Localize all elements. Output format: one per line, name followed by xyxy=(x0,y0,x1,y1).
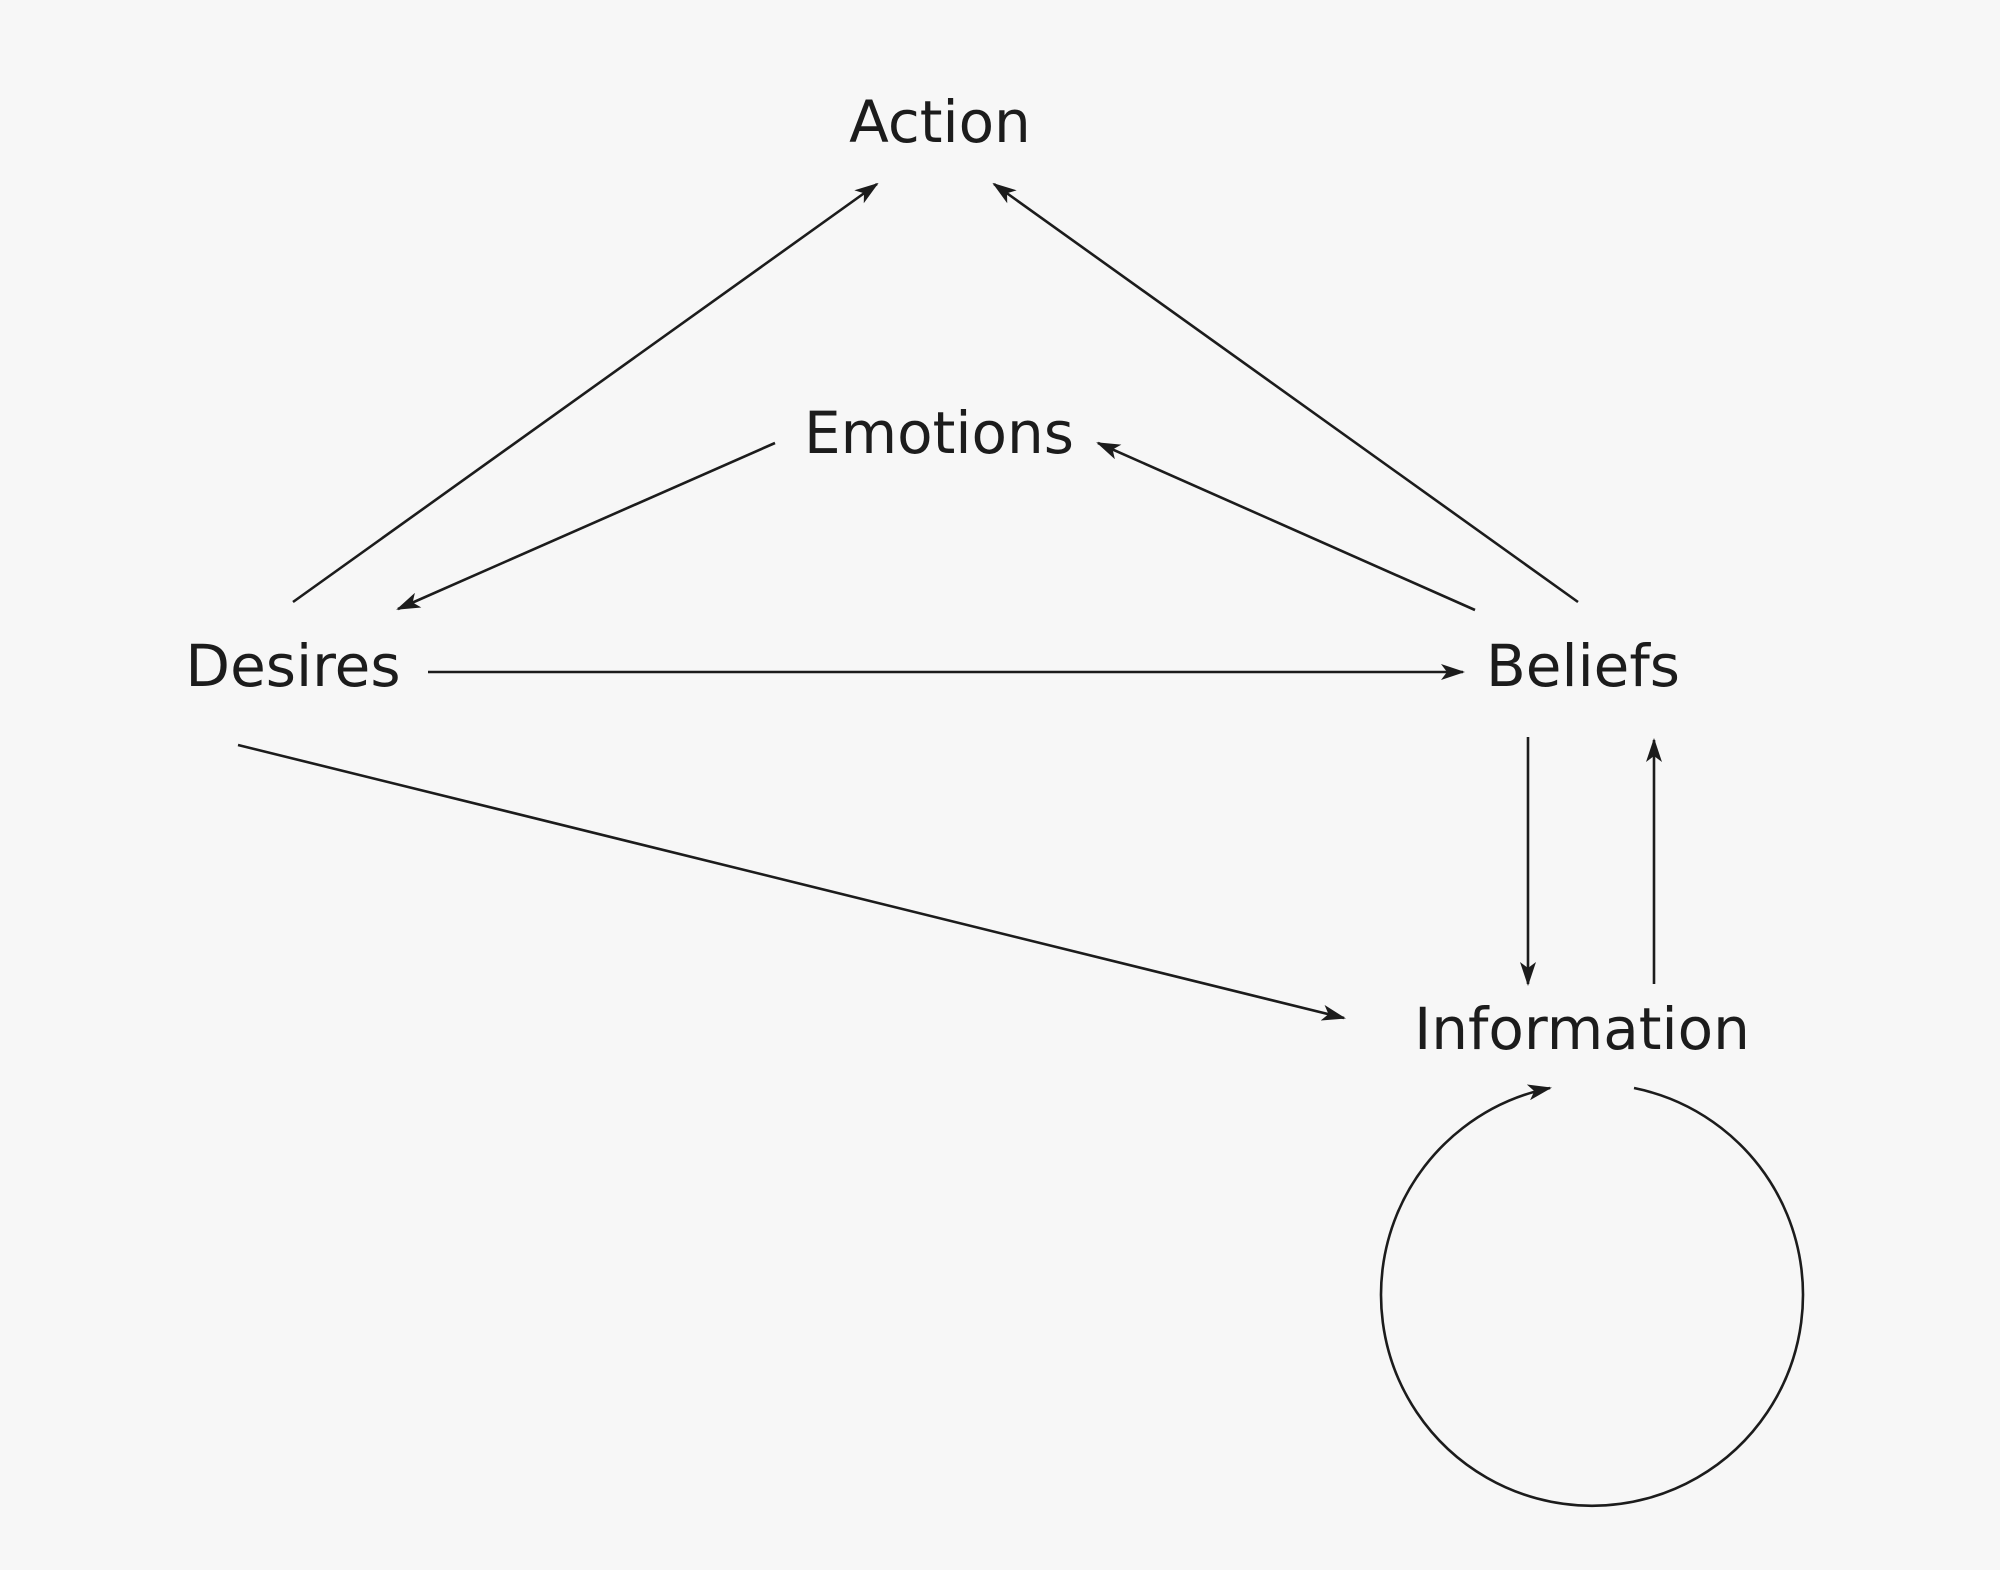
node-desires: Desires xyxy=(185,632,400,700)
edge-desires-to-action xyxy=(292,182,879,604)
node-emotions: Emotions xyxy=(804,399,1074,467)
edge-beliefs-to-emotions xyxy=(1096,441,1476,612)
node-action: Action xyxy=(849,88,1031,156)
edge-information-self-loop xyxy=(1379,1084,1805,1507)
node-information: Information xyxy=(1414,995,1750,1063)
edge-beliefs-to-action xyxy=(992,182,1579,604)
edge-emotions-to-desires xyxy=(396,441,776,611)
edge-desires-to-information xyxy=(237,743,1346,1021)
node-beliefs: Beliefs xyxy=(1486,632,1680,700)
